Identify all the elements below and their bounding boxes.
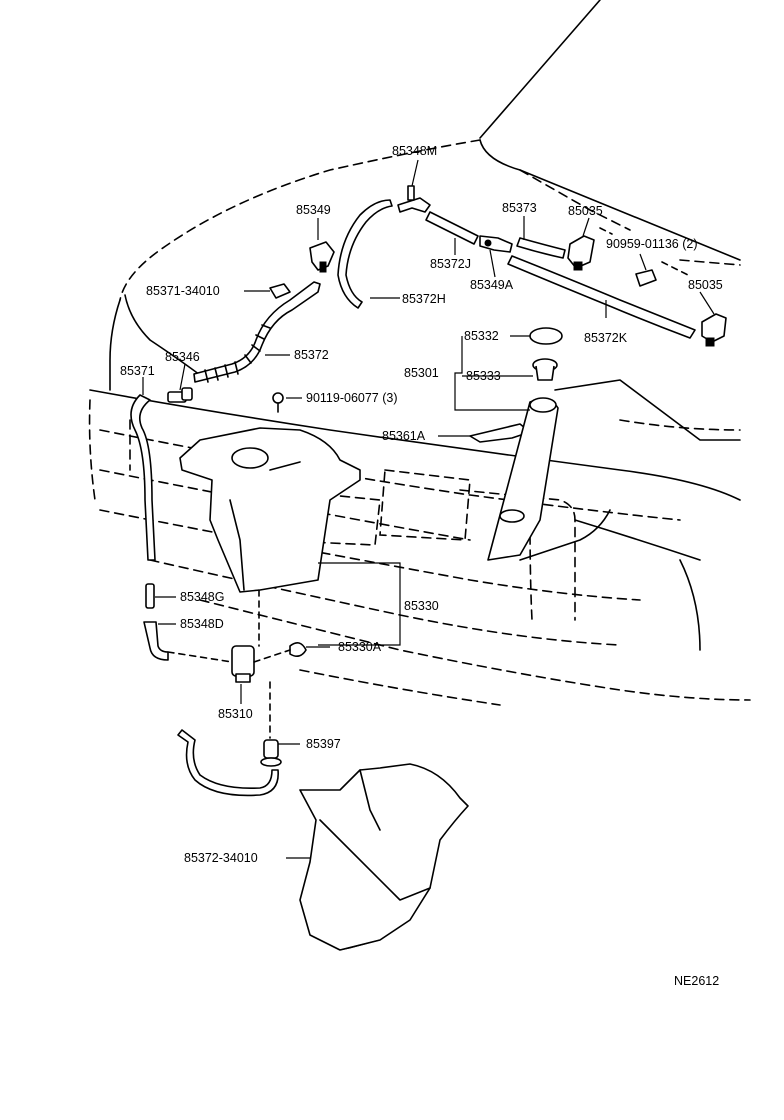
label-90959-01136: 90959-01136 (2)	[606, 237, 698, 251]
hose-85372K	[507, 255, 696, 339]
cover-85372-34010	[299, 763, 469, 951]
clip-90959	[635, 269, 657, 287]
label-85397: 85397	[306, 737, 341, 751]
label-85372: 85372	[294, 348, 329, 362]
label-85348M: 85348M	[392, 144, 437, 158]
cap-85332	[529, 327, 563, 345]
label-85332: 85332	[464, 329, 499, 343]
label-85348D: 85348D	[180, 617, 224, 631]
label-85361A: 85361A	[382, 429, 426, 443]
hose-85348G	[145, 583, 155, 609]
bolt-90119	[272, 392, 284, 413]
label-85373: 85373	[502, 201, 537, 215]
hose-85372J	[425, 211, 479, 245]
label-85371: 85371	[120, 364, 155, 378]
diagram-code: NE2612	[674, 974, 719, 988]
valve-85349	[309, 241, 335, 273]
clip-85371-34010	[269, 283, 291, 299]
hose-85348D	[143, 621, 169, 661]
nozzle-85035-left	[567, 235, 595, 271]
part-labels: 85348M 85349 85373 85035 90959-01136 (2)…	[120, 144, 723, 988]
hose-85372	[193, 281, 321, 383]
joint-85348M	[397, 185, 431, 213]
label-85372-34010: 85372-34010	[184, 851, 258, 865]
washer-tank-85330	[179, 427, 361, 593]
label-85333: 85333	[466, 369, 501, 383]
label-85372K: 85372K	[584, 331, 628, 345]
label-85349: 85349	[296, 203, 331, 217]
leader-lines	[142, 159, 715, 859]
label-85371-34010: 85371-34010	[146, 284, 220, 298]
hose-85373	[516, 237, 566, 259]
label-85349A: 85349A	[470, 278, 514, 292]
label-85035-left: 85035	[568, 204, 603, 218]
label-90119-06077: 90119-06077 (3)	[306, 391, 398, 405]
label-85310: 85310	[218, 707, 253, 721]
label-85346: 85346	[165, 350, 200, 364]
grommet-85330A	[289, 642, 307, 658]
hose-85371	[130, 394, 156, 561]
nozzle-85035-right	[701, 313, 727, 347]
label-85330: 85330	[404, 599, 439, 613]
label-85348G: 85348G	[180, 590, 224, 604]
connection-lines	[167, 227, 691, 739]
joint-85346	[167, 387, 193, 403]
hose-85397-wire	[177, 729, 279, 797]
label-85372H: 85372H	[402, 292, 446, 306]
strainer-85333	[532, 358, 558, 381]
filler-pipe-85301	[487, 397, 559, 561]
hose-85372H	[337, 199, 393, 309]
label-85035-right: 85035	[688, 278, 723, 292]
label-85330A: 85330A	[338, 640, 382, 654]
label-85372J: 85372J	[430, 257, 471, 271]
switch-85397	[260, 739, 282, 767]
valve-85349A	[479, 235, 513, 253]
label-85301: 85301	[404, 366, 439, 380]
motor-85310	[231, 645, 255, 683]
